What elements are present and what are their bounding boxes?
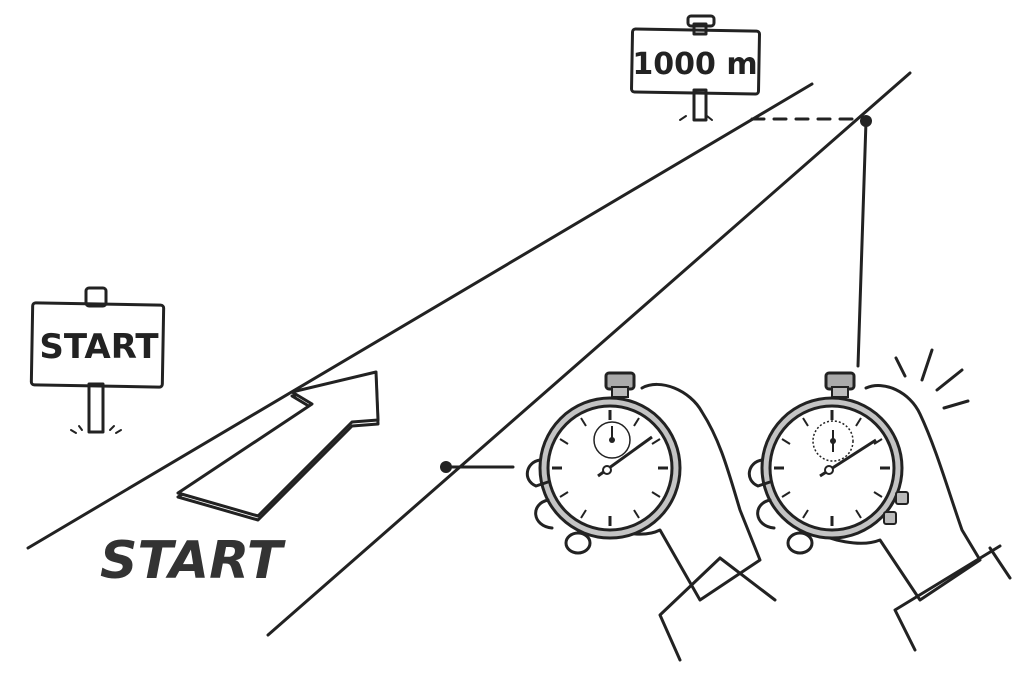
finish-line-marker <box>750 115 872 368</box>
arrow-up-right-icon <box>176 370 380 522</box>
finish-stopwatch <box>747 348 1012 652</box>
click-burst-icon <box>894 348 970 410</box>
start-sign-label: START <box>39 327 159 367</box>
finish-sign: 1000 m <box>630 14 761 122</box>
road <box>26 71 912 637</box>
road-start-label: START <box>100 531 286 591</box>
start-line-marker <box>440 461 515 473</box>
start-stopwatch <box>525 371 777 662</box>
start-sign: START <box>29 286 166 434</box>
stopwatch-ticks <box>774 410 890 526</box>
finish-sign-label: 1000 m <box>632 47 757 82</box>
stopwatch-ticks <box>552 410 668 526</box>
